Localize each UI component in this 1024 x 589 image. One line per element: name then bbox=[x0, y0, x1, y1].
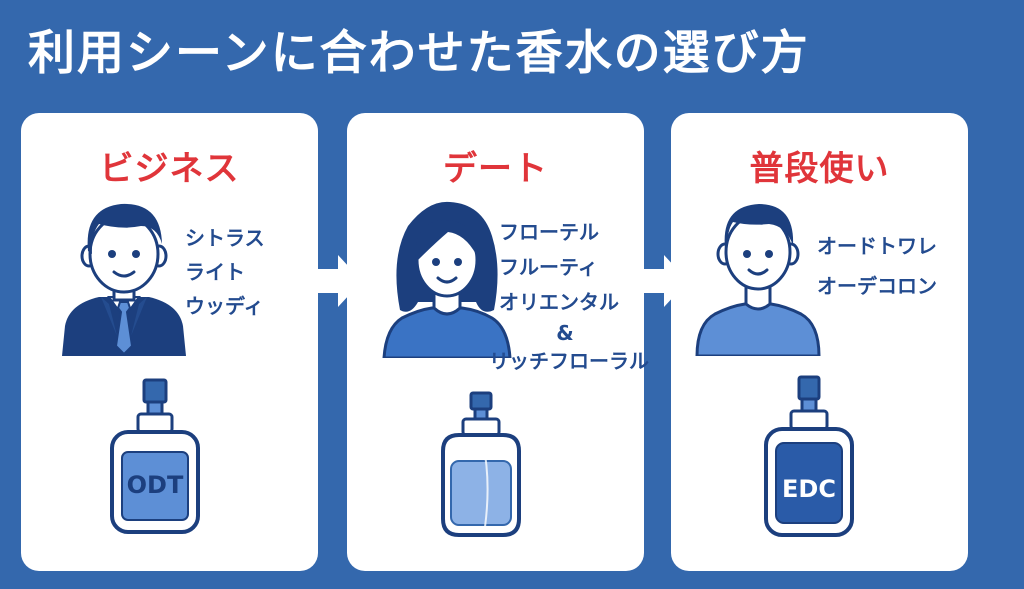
note-item: フルーティ bbox=[499, 255, 598, 279]
woman-icon bbox=[382, 201, 512, 358]
perfume-bottle-icon bbox=[764, 375, 854, 537]
page-title: 利用シーンに合わせた香水の選び方 bbox=[28, 26, 810, 81]
scene-card-business: ビジネス シトラス ライト ウッディ ODT bbox=[21, 113, 318, 571]
bottle-label: EDC bbox=[782, 475, 836, 503]
perfume-bottle-icon bbox=[441, 391, 521, 537]
scene-card-everyday: 普段使い オードトワレ オーデコロン EDC bbox=[671, 113, 968, 571]
scene-title: 普段使い bbox=[749, 149, 890, 189]
casual-man-icon bbox=[695, 204, 821, 356]
note-item: オーデコロン bbox=[817, 274, 937, 298]
arrow-right-icon bbox=[642, 255, 688, 307]
note-item: ウッディ bbox=[185, 294, 264, 318]
businessman-icon bbox=[62, 203, 186, 356]
fragrance-notes-list: オードトワレ オーデコロン bbox=[817, 226, 937, 306]
note-item: フローテル bbox=[499, 220, 599, 244]
scene-title: ビジネス bbox=[99, 149, 240, 189]
fragrance-notes-list: フローテル フルーティ オリエンタル & リッチフローラル bbox=[489, 215, 649, 376]
arrow-right-icon bbox=[316, 255, 362, 307]
scene-card-date: デート フローテル フルーティ オリエンタル & リッチフローラル bbox=[347, 113, 649, 571]
note-item: シトラス bbox=[185, 226, 265, 250]
note-item: & bbox=[556, 321, 574, 345]
note-item: ライト bbox=[185, 260, 245, 284]
bottle-label: ODT bbox=[126, 471, 184, 499]
note-item: オードトワレ bbox=[817, 234, 937, 258]
fragrance-notes-list: シトラス ライト ウッディ bbox=[185, 221, 265, 323]
perfume-bottle-icon bbox=[110, 378, 200, 534]
note-item: オリエンタル bbox=[499, 290, 619, 314]
note-item: リッチフローラル bbox=[489, 349, 649, 373]
scene-title: デート bbox=[443, 149, 548, 189]
